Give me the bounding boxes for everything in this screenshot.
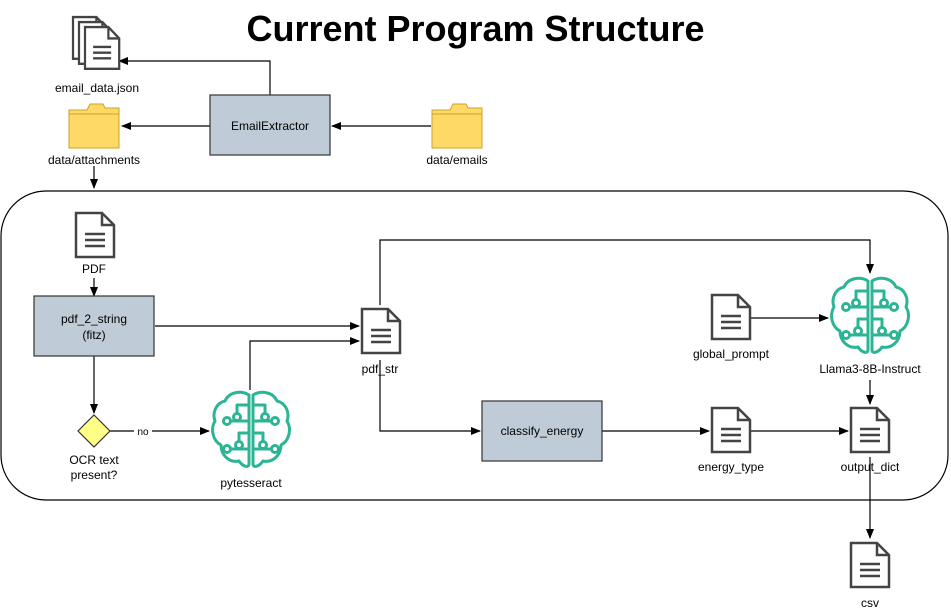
emails-label: data/emails — [426, 153, 487, 167]
pytesseract-node: pytesseract — [211, 390, 291, 490]
pdf-node: PDF — [74, 211, 116, 276]
document-icon — [74, 211, 116, 259]
attachments-label: data/attachments — [48, 153, 140, 167]
brain-icon — [830, 276, 910, 354]
document-icon — [360, 307, 402, 355]
no-edge-label-bg: no — [134, 425, 152, 438]
email-data-label: email_data.json — [55, 81, 139, 95]
connectors — [90, 57, 874, 539]
attachments-node: data/attachments — [48, 103, 140, 167]
edge-pytesseract-to-pdfstr — [249, 337, 360, 390]
document-icon — [849, 406, 891, 454]
ocr-label-line1: OCR text — [69, 453, 119, 467]
document-icon — [710, 406, 752, 454]
edge-pdfstr-to-llama — [379, 239, 874, 305]
ocr-decision-node: OCR text present? — [69, 414, 119, 482]
output-dict-node: output_dict — [841, 406, 900, 474]
email-data-node: email_data.json — [55, 15, 139, 95]
pytesseract-label: pytesseract — [220, 476, 282, 490]
no-edge-label: no — [137, 427, 149, 438]
document-icon — [849, 541, 891, 589]
global-prompt-node: global_prompt — [693, 293, 770, 361]
folder-icon — [431, 103, 483, 149]
edge-extractor-to-emaildata — [118, 57, 271, 95]
pdf-label: PDF — [82, 262, 106, 276]
classify-energy-label: classify_energy — [501, 424, 584, 438]
llama-label: Llama3-8B-Instruct — [819, 362, 921, 376]
edge-pdfstr-to-classify — [379, 360, 481, 435]
processing-container — [0, 190, 949, 501]
csv-label: csv — [861, 596, 879, 610]
brain-icon — [211, 390, 291, 468]
folder-icon — [68, 103, 120, 149]
energy-type-label: energy_type — [698, 460, 764, 474]
global-prompt-label: global_prompt — [693, 347, 770, 361]
pdf-str-node: pdf_str — [360, 307, 402, 376]
classify-energy-node: classify_energy — [481, 400, 603, 462]
diagram-title: Current Program Structure — [246, 8, 705, 49]
ocr-label-line2: present? — [71, 468, 118, 482]
email-extractor-node: EmailExtractor — [209, 94, 331, 156]
llama-node: Llama3-8B-Instruct — [819, 276, 921, 376]
pdf2string-node: pdf_2_string (fitz) — [33, 295, 155, 357]
email-extractor-label: EmailExtractor — [231, 119, 309, 133]
csv-node: csv — [849, 541, 891, 610]
emails-node: data/emails — [426, 103, 488, 167]
pdf2string-label-line2: (fitz) — [82, 328, 105, 342]
energy-type-node: energy_type — [698, 406, 764, 474]
pdf2string-label-line1: pdf_2_string — [61, 312, 127, 326]
output-dict-label: output_dict — [841, 460, 900, 474]
document-icon — [710, 293, 752, 341]
document-stack-icon — [71, 15, 121, 70]
pdf-str-label: pdf_str — [362, 362, 399, 376]
